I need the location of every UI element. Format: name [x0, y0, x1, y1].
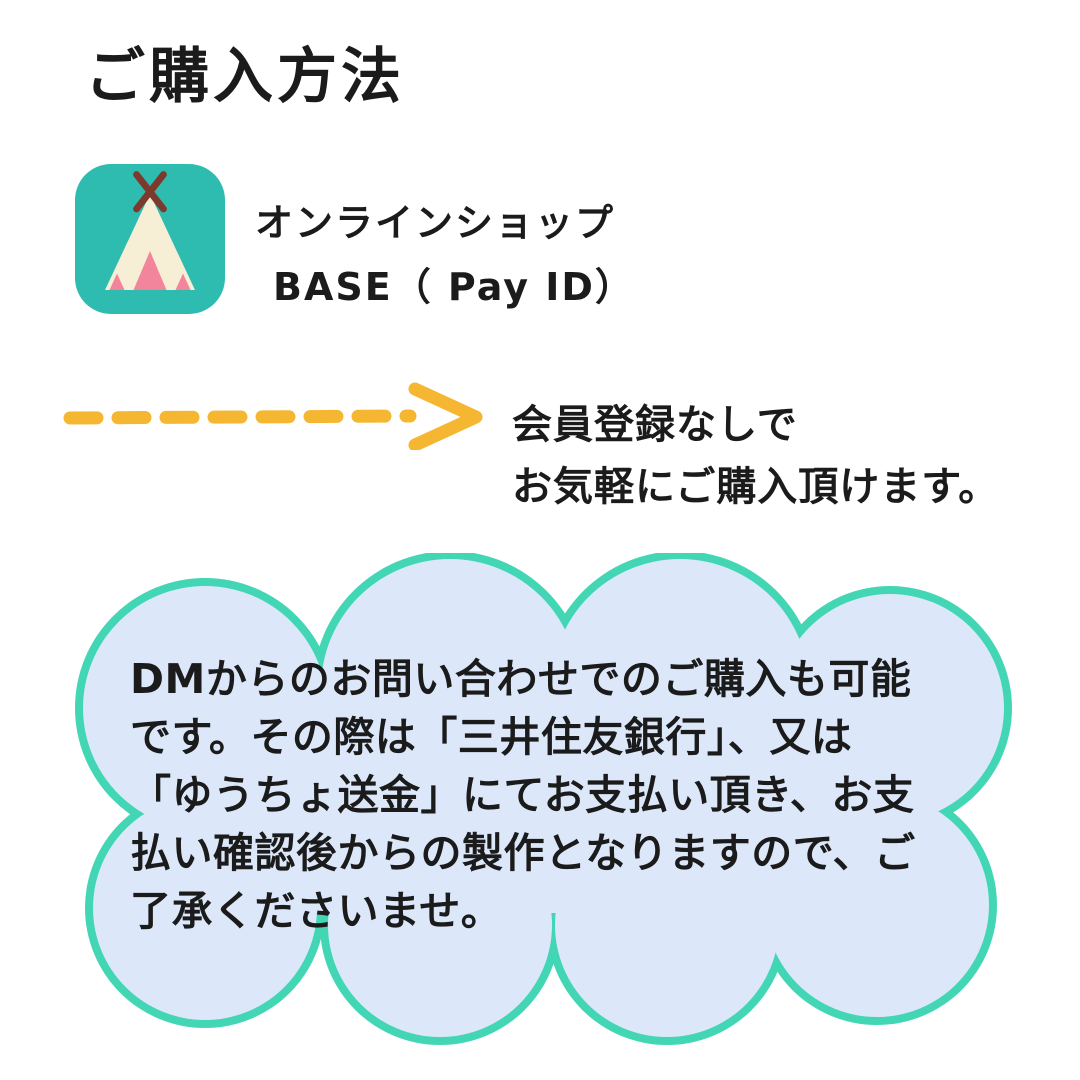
online-shop-label: オンラインショップ [255, 201, 616, 245]
speech-bubble-cloud [75, 553, 1012, 1045]
base-payid-label: BASE（ Pay ID） [273, 265, 635, 309]
teepee-foot-left [109, 273, 125, 290]
teepee-door [133, 251, 167, 290]
bubble-text-line: 了承くださいませ。 [130, 887, 503, 935]
arrow-head [408, 382, 483, 450]
teepee-tent [105, 194, 195, 290]
bubble-text-line: です。その際は「三井住友銀行」、又は [130, 713, 853, 761]
base-app-teepee-icon [75, 164, 225, 314]
dashed-arrow-icon [63, 382, 483, 450]
bubble-text-line: DMからのお問い合わせでのご購入も可能 [130, 655, 912, 703]
teepee-pole-right [133, 171, 167, 213]
bubble-text-line: 払い確認後からの製作となりますので、ご [130, 829, 916, 877]
arrow-dashes [63, 409, 417, 425]
bubble-text: DMからのお問い合わせでのご購入も可能 です。その際は「三井住友銀行」、又は 「… [130, 650, 930, 940]
cloud-fill-layer [83, 559, 1004, 1037]
arrow-note-line1: 会員登録なしで [512, 402, 798, 448]
teepee-foot-right [175, 273, 191, 290]
bubble-text-line: 「ゆうちょ送金」にてお支払い頂き、お支 [130, 771, 915, 819]
page-title: ご購入方法 [85, 42, 405, 112]
arrow-note-line2: お気軽にご購入頂けます。 [512, 464, 1000, 510]
